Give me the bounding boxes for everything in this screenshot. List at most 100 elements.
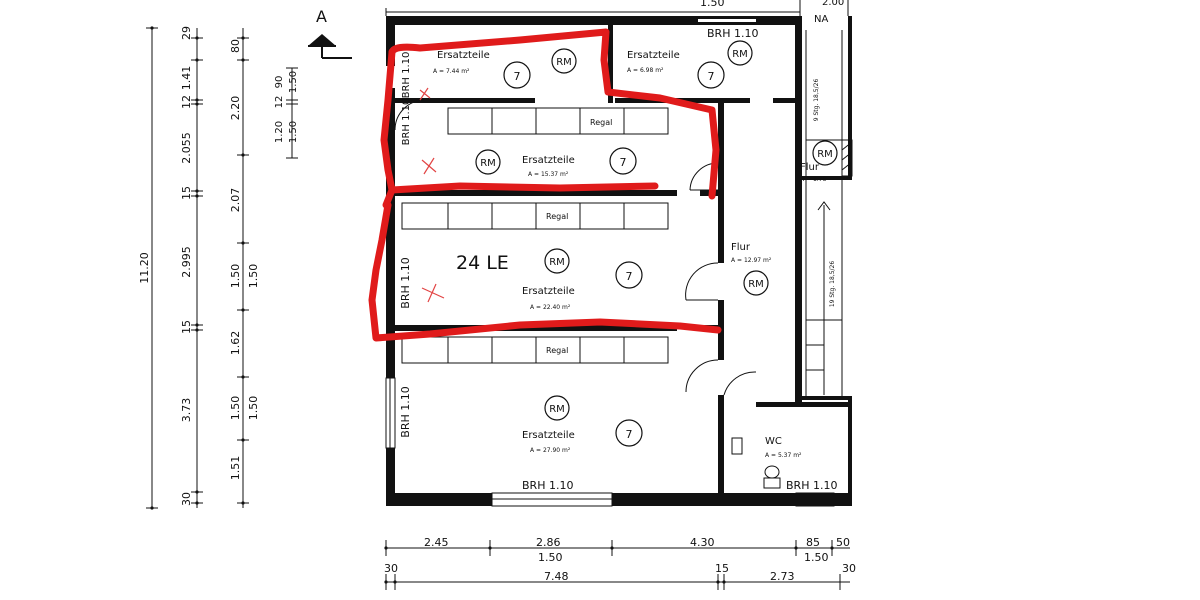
- room-name-ersatz-a: Ersatzteile: [437, 50, 490, 61]
- seven-label-3: 7: [620, 156, 627, 169]
- shelf-label-2: Regal: [546, 212, 568, 221]
- bottom-dimension-chains: [385, 540, 850, 590]
- shelf-row-3: [401, 336, 669, 364]
- dim-col3-0: 1.50: [247, 264, 260, 289]
- door-swings: [394, 99, 757, 396]
- room-area-ersatz-c: A = 15.37 m²: [528, 171, 569, 178]
- rm-label-5: RM: [549, 257, 565, 268]
- dim-pair-3: 1.20: [274, 121, 285, 143]
- note-24-le: 24 LE: [456, 252, 509, 274]
- dim-col2-2: 2.07: [229, 188, 242, 213]
- room-area-ersatz-b: A = 6.98 m²: [627, 67, 664, 74]
- room-area-flur-small: A = 1.78: [800, 176, 826, 183]
- dim-col2-0: 80: [229, 39, 242, 53]
- seven-label-4: 7: [626, 270, 633, 283]
- stair-label-lower: 19 Stg. 18,5/26: [829, 261, 836, 308]
- left-dimension-ticks: [150, 26, 245, 510]
- top-dim-b: 2.00: [822, 0, 844, 8]
- seven-label-2: 7: [708, 70, 715, 83]
- rm-label-3: RM: [480, 158, 496, 169]
- rm-label-7: RM: [549, 404, 565, 415]
- stair-label-upper: 9 Stg. 18,5/26: [813, 79, 820, 122]
- brh-label-left-4: BRH 1.10: [399, 386, 412, 437]
- room-area-wc: A = 5.37 m²: [765, 452, 802, 459]
- room-area-ersatz-e: A = 27.90 m²: [530, 447, 571, 454]
- dim-col2-1: 2.20: [229, 96, 242, 121]
- bottom-dim-row1-3: 85: [806, 536, 820, 549]
- section-marker-icon: [308, 34, 352, 59]
- outer-walls: [386, 16, 852, 506]
- rm-label-6: RM: [748, 279, 764, 290]
- dim-pair-2: 12: [274, 96, 285, 109]
- room-name-ersatz-e: Ersatzteile: [522, 430, 575, 441]
- dim-col1-8: 1.51: [229, 456, 242, 481]
- room-name-ersatz-d: Ersatzteile: [522, 286, 575, 297]
- rm-label-2: RM: [732, 49, 748, 60]
- brh-label-left-1: BRH 1.10: [401, 52, 412, 99]
- top-na-label: NA: [814, 14, 828, 25]
- brh-label-bottom-1: BRH 1.10: [522, 479, 573, 492]
- red-pencil-marks: [419, 87, 445, 303]
- dim-col2-3: 1.50: [229, 264, 242, 289]
- dim-pair-4: 1.50: [288, 121, 299, 143]
- brh-label-bottom-2: BRH 1.10: [786, 479, 837, 492]
- shelf-row-1: [447, 107, 669, 135]
- room-area-ersatz-d: A = 22.40 m²: [530, 304, 571, 311]
- bottom-dim-row2-3: 2.73: [770, 570, 795, 583]
- dim-col1-5: 2.995: [180, 246, 193, 278]
- dim-col3-1: 1.50: [247, 396, 260, 421]
- staircase: [805, 30, 843, 396]
- room-name-flur-small: Flur: [800, 162, 820, 173]
- dim-col2-4: 1.62: [229, 331, 242, 356]
- bottom-dim-row2-2: 15: [715, 562, 729, 575]
- dim-col1-6: 15: [180, 320, 193, 334]
- seven-label-5: 7: [626, 428, 633, 441]
- seven-markers: [503, 61, 725, 447]
- bottom-dim-sub-1: 1.50: [804, 551, 829, 564]
- bottom-dim-row2-1: 7.48: [544, 570, 569, 583]
- dim-col1-0: 29: [180, 26, 193, 40]
- room-name-wc: WC: [765, 436, 782, 447]
- stair-hatch: [841, 139, 853, 177]
- bottom-dim-sub-0: 1.50: [538, 551, 563, 564]
- red-markup-outline: [368, 28, 722, 342]
- bottom-dim-row1-1: 2.86: [536, 536, 561, 549]
- dim-col2-5: 1.50: [229, 396, 242, 421]
- bottom-dim-row1-0: 2.45: [424, 536, 449, 549]
- bottom-dim-row1-4: 50: [836, 536, 850, 549]
- windows: [385, 377, 835, 507]
- dim-pair-0: 90: [274, 76, 285, 89]
- section-marker-label: A: [316, 7, 327, 26]
- shelf-label-1: Regal: [590, 118, 612, 127]
- seven-label-1: 7: [514, 70, 521, 83]
- rm-markers: [475, 40, 838, 421]
- room-area-flur-main: A = 12.97 m²: [731, 257, 772, 264]
- room-name-ersatz-b: Ersatzteile: [627, 50, 680, 61]
- room-name-flur-main: Flur: [731, 242, 751, 253]
- top-dimension: [385, 0, 849, 16]
- wc-fixtures: [731, 437, 781, 489]
- shelf-label-3: Regal: [546, 346, 568, 355]
- dim-col1-4: 15: [180, 186, 193, 200]
- bottom-dimension-ticks: [384, 546, 834, 584]
- dim-col1-9: 30: [180, 492, 193, 506]
- bottom-dim-row2-0: 30: [384, 562, 398, 575]
- dim-col1-2: 12: [180, 95, 193, 109]
- brh-label-top: BRH 1.10: [707, 27, 758, 40]
- rm-label-4: RM: [817, 149, 833, 160]
- rm-label-1: RM: [556, 57, 572, 68]
- bottom-dim-row2-4: 30: [842, 562, 856, 575]
- top-dim-a: 1.50: [700, 0, 725, 9]
- dim-col1-3: 2.055: [180, 132, 193, 164]
- room-area-ersatz-a: A = 7.44 m²: [433, 68, 470, 75]
- dim-col1-7: 3.73: [180, 398, 193, 423]
- dim-col1-1: 1.41: [180, 66, 193, 91]
- dim-pair-1: 1.50: [288, 71, 299, 93]
- dim-total-height: 11.20: [138, 252, 151, 284]
- shelf-row-2: [401, 202, 669, 230]
- brh-label-left-3: BRH 1.10: [399, 257, 412, 308]
- brh-label-left-2: BRH 1.10: [401, 99, 412, 146]
- room-name-ersatz-c: Ersatzteile: [522, 155, 575, 166]
- bottom-dim-row1-2: 4.30: [690, 536, 715, 549]
